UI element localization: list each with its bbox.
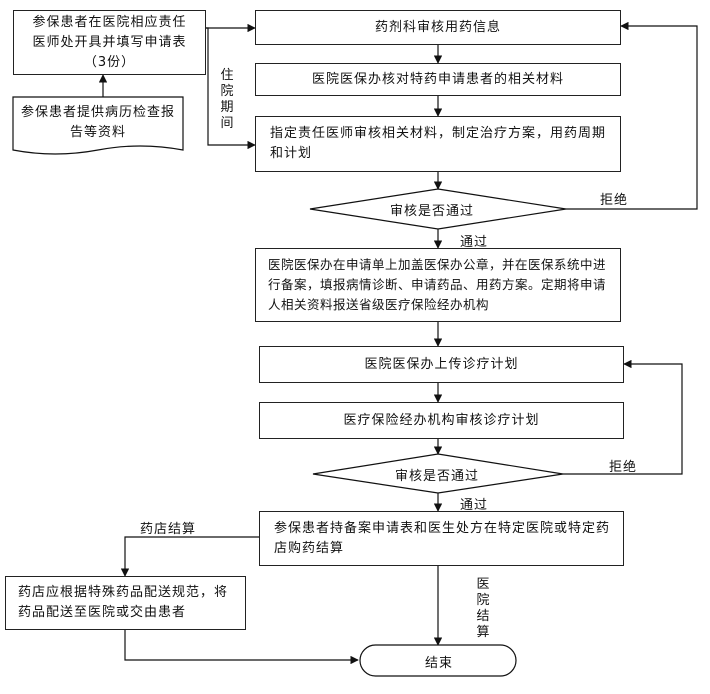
decision-diamond-2 bbox=[312, 453, 564, 494]
node-agency-review: 医疗保险经办机构审核诊疗计划 bbox=[259, 402, 624, 439]
node-patient-records: 参保患者提供病历检查报告等资料 bbox=[20, 105, 175, 140]
label-reject-2: 拒绝 bbox=[609, 460, 638, 475]
node-pharmacy-review: 药剂科审核用药信息 bbox=[255, 10, 621, 45]
decision-2-text: 审核是否通过 bbox=[395, 469, 480, 484]
node-seal-record: 医院医保办在申请单上加盖医保办公章，并在医保系统中进行备案，填报病情诊断、申请药… bbox=[255, 248, 621, 322]
label-pharmacy-settle: 药店结算 bbox=[140, 522, 197, 537]
label-inpatient: 住院期间 bbox=[220, 68, 234, 131]
node-insurance-check: 医院医保办核对特药申请患者的相关材料 bbox=[255, 63, 621, 96]
node-pharmacy-delivery: 药店应根据特殊药品配送规范，将药品配送至医院或交由患者 bbox=[5, 576, 246, 630]
label-hospital-settle: 医院结算 bbox=[476, 577, 490, 640]
label-reject-1: 拒绝 bbox=[600, 193, 629, 208]
label-pass-2: 通过 bbox=[460, 498, 489, 513]
node-purchase: 参保患者持备案申请表和医生处方在特定医院或特定药店购药结算 bbox=[259, 511, 624, 566]
edge-reject1-loop bbox=[566, 21, 698, 210]
label-pass-1: 通过 bbox=[460, 235, 489, 250]
node-patient-form: 参保患者在医院相应责任医师处开具并填写申请表（3份） bbox=[13, 10, 206, 75]
decision-diamond-1 bbox=[309, 188, 567, 230]
end-terminal-shape bbox=[359, 644, 517, 677]
node-upload-plan: 医院医保办上传诊疗计划 bbox=[259, 346, 624, 383]
edge-delivery-to-end bbox=[124, 630, 359, 665]
decision-1-text: 审核是否通过 bbox=[390, 204, 475, 219]
edge-reject2-loop bbox=[563, 359, 683, 475]
edge-purchase-to-pharmacy bbox=[120, 536, 259, 577]
edge-form-to-doctor bbox=[206, 27, 256, 150]
node-doctor-plan: 指定责任医师审核相关材料，制定治疗方案，用药周期和计划 bbox=[255, 116, 621, 172]
records-document-shape bbox=[12, 96, 184, 155]
node-end: 结束 bbox=[425, 656, 454, 671]
